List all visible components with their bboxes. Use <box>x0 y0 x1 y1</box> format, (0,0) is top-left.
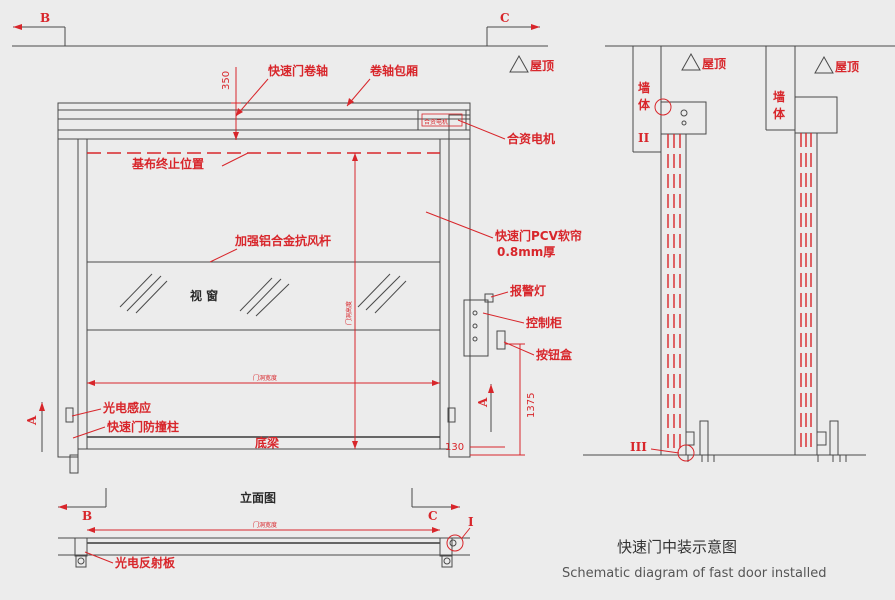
dim-130: 130 <box>445 442 464 453</box>
wall-letter-2: 体 <box>638 97 651 112</box>
elevation-title: 立面图 <box>240 490 276 505</box>
roof-label-side1: 屋顶 <box>702 57 726 71</box>
wall-letter-1: 墙 <box>638 80 650 95</box>
section-a-marks: A A <box>25 384 494 452</box>
callouts: 快速门卷轴 卷轴包厢 合资电机 基布终止位置 快速门PCV软帘 0.8mm厚 加… <box>71 63 582 450</box>
door-width-text: 门洞宽度 <box>253 374 277 382</box>
label-wind-bar: 加强铝合金抗风杆 <box>234 233 331 248</box>
label-alarm-light: 报警灯 <box>510 283 546 298</box>
caption-zh: 快速门中装示意图 <box>617 538 737 556</box>
label-control-box: 控制柜 <box>526 315 562 330</box>
section-mark-a-right: A <box>476 397 490 408</box>
door-height-text: 门洞高度 <box>345 301 353 325</box>
section-mark-c-bottom: C <box>428 509 438 523</box>
dim-1375: 1375 <box>526 393 537 418</box>
wall-letter-4: 体 <box>773 106 786 121</box>
label-axis-cover: 卷轴包厢 <box>369 63 418 78</box>
label-curtain-stop: 基布终止位置 <box>131 156 204 171</box>
label-window: 视 窗 <box>190 288 218 303</box>
caption-en: Schematic diagram of fast door installed <box>562 566 826 581</box>
label-thickness: 0.8mm厚 <box>497 245 555 259</box>
section-mark-a-left: A <box>25 415 39 426</box>
side-section-view: 屋顶 屋顶 墙 体 墙 体 II III <box>583 45 895 462</box>
label-reflector: 光电反射板 <box>114 555 176 570</box>
section-mark-iii: III <box>630 440 647 454</box>
dim-350: 350 <box>221 71 232 90</box>
motor-box-text: 合资电机 <box>424 118 448 126</box>
label-bottom-beam: 底梁 <box>255 435 279 450</box>
plan-width-text: 门洞宽度 <box>253 521 277 529</box>
dim-door-width: 门洞宽度 <box>87 374 440 386</box>
roof-marker-left: 屋顶 <box>509 54 554 73</box>
wall-letter-3: 墙 <box>773 89 785 104</box>
section-mark-b-bottom: B <box>82 509 92 523</box>
label-button-box: 按钮盒 <box>536 347 573 362</box>
window-hatch <box>119 273 407 317</box>
roof-label-side2: 屋顶 <box>835 60 859 74</box>
label-photo-sensor: 光电感应 <box>102 400 151 415</box>
section-line-top: B C <box>12 11 548 47</box>
plan-view: 门洞宽度 I 光电反射板 <box>58 515 474 570</box>
section-mark-ii: II <box>638 131 650 145</box>
section-mark-i: I <box>468 515 474 529</box>
roof-label: 屋顶 <box>530 59 554 73</box>
section-mark-b-top: B <box>40 11 50 25</box>
section-mark-c-top: C <box>500 11 510 25</box>
dim-door-height: 门洞高度 <box>345 153 358 449</box>
label-pvc-curtain: 快速门PCV软帘 <box>495 228 582 243</box>
front-elevation: 合资电机 <box>57 102 506 474</box>
label-roller-axis: 快速门卷轴 <box>268 63 328 78</box>
dim-top: 350 <box>221 67 241 140</box>
elevation-title-line: B C 立面图 <box>58 488 460 523</box>
label-motor: 合资电机 <box>507 131 555 146</box>
label-anti-collision: 快速门防撞柱 <box>107 419 179 434</box>
